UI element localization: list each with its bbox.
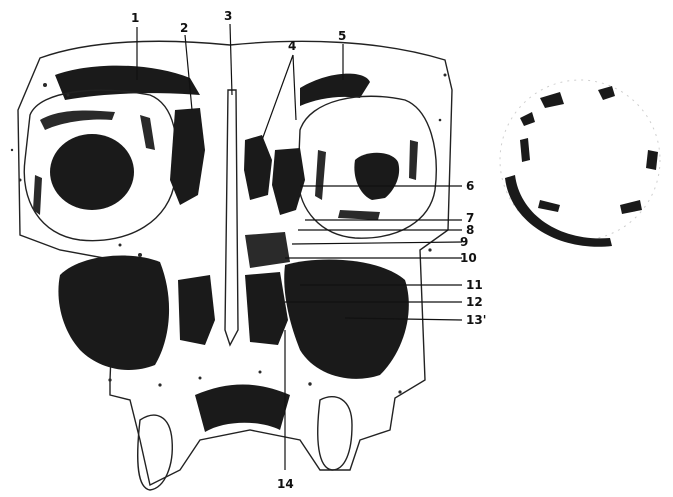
ethmoid-cells-right	[244, 135, 272, 200]
frontal-sinus	[55, 66, 200, 100]
label-12: 12	[466, 295, 483, 309]
turbinates-right	[245, 272, 288, 345]
label-9: 9	[460, 235, 468, 249]
ethmoid-cells-left	[170, 108, 205, 205]
left-eyeball	[50, 134, 134, 210]
ethmoid-cells-right-2	[272, 148, 305, 215]
label-4: 4	[288, 39, 296, 53]
right-eyeball	[354, 153, 399, 200]
label-3: 3	[224, 9, 232, 23]
nasal-septum	[225, 90, 238, 345]
label-1: 1	[131, 11, 139, 25]
right-tooth	[318, 397, 352, 470]
label-6: 6	[466, 179, 474, 193]
label-2: 2	[180, 21, 188, 35]
label-5: 5	[338, 29, 346, 43]
turbinates-left	[178, 275, 215, 345]
label-14: 14	[277, 477, 294, 491]
left-maxillary-sinus	[58, 256, 169, 370]
hard-palate	[195, 384, 290, 432]
middle-meatus	[245, 232, 290, 268]
label-10: 10	[460, 251, 477, 265]
label-13-prime: 13'	[466, 313, 486, 327]
label-11: 11	[466, 278, 483, 292]
inset-circle	[500, 80, 660, 247]
